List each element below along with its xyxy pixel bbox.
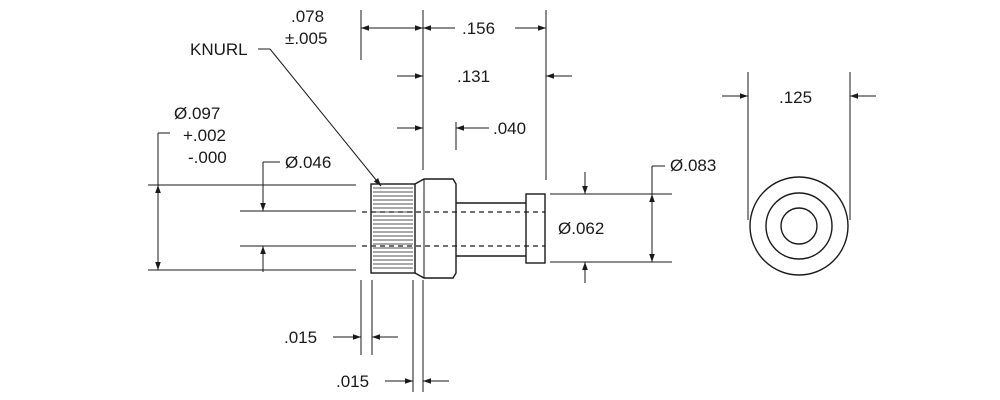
knurl-pattern	[373, 187, 413, 269]
dim-end-width: .125	[779, 88, 812, 107]
dim-body-tol-plus: +.002	[183, 126, 226, 145]
end-flange	[525, 193, 546, 264]
end-view-inner-circle	[780, 207, 818, 245]
extension-lines	[148, 10, 672, 392]
dim-knurl-length: .078	[291, 7, 324, 26]
dim-body-tol-minus: -.000	[188, 148, 227, 167]
end-view	[722, 72, 876, 276]
dim-shank-diameter: Ø.062	[558, 219, 604, 238]
knurl-label: KNURL	[190, 40, 248, 59]
part-side-view	[362, 178, 546, 279]
end-view-middle-circle	[765, 192, 833, 260]
shank	[456, 202, 526, 257]
dim-total-length: .156	[462, 19, 495, 38]
knurled-body	[370, 183, 416, 274]
dim-gap-lower-1: .015	[284, 328, 317, 347]
dim-bore-diameter: Ø.046	[285, 153, 331, 172]
dim-knurl-tolerance: ±.005	[285, 29, 327, 48]
dim-gap-lower-2: .015	[336, 372, 369, 391]
dim-body-diameter: Ø.097	[174, 104, 220, 123]
dim-flange-diameter: Ø.083	[670, 156, 716, 175]
dim-collar-length: .040	[493, 119, 526, 138]
dim-shank-length: .131	[457, 67, 490, 86]
end-view-outer-circle	[749, 176, 849, 276]
dimension-labels: KNURL .078 ±.005 .156 .131 .040 Ø.097 +.…	[174, 7, 812, 391]
dimension-lines	[155, 25, 665, 384]
collar-body	[414, 178, 457, 279]
